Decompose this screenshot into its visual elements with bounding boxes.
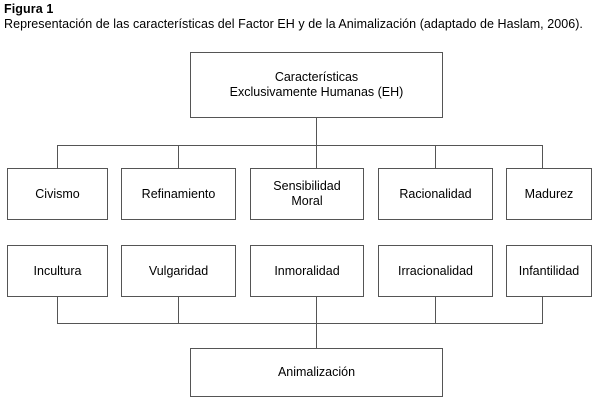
node-root-line2: Exclusivamente Humanas (EH) xyxy=(229,85,404,99)
figure-caption-block: Figura 1 Representación de las caracterí… xyxy=(4,2,596,32)
connector-top-stub-3 xyxy=(316,145,317,168)
node-animalizacion[interactable]: Animalización xyxy=(190,348,443,397)
node-civismo[interactable]: Civismo xyxy=(7,168,108,220)
node-refinamiento[interactable]: Refinamiento xyxy=(121,168,236,220)
connector-top-stub-2 xyxy=(178,145,179,168)
connector-root-stem xyxy=(316,118,317,145)
node-refinamiento-label: Refinamiento xyxy=(141,186,216,201)
connector-top-stub-1 xyxy=(57,145,58,168)
node-root-line1: Características xyxy=(274,70,359,84)
node-irracionalidad-label: Irracionalidad xyxy=(397,263,474,278)
node-incultura[interactable]: Incultura xyxy=(7,245,108,297)
connector-bottom-stem xyxy=(316,323,317,348)
node-sensibilidad-moral-line1: Sensibilidad xyxy=(273,179,341,193)
node-sensibilidad-moral-line2: Moral xyxy=(291,194,323,208)
connector-bottom-stub-4 xyxy=(435,297,436,323)
node-racionalidad-label: Racionalidad xyxy=(399,186,472,201)
node-inmoralidad[interactable]: Inmoralidad xyxy=(250,245,364,297)
node-vulgaridad[interactable]: Vulgaridad xyxy=(121,245,236,297)
node-madurez[interactable]: Madurez xyxy=(506,168,592,220)
node-caracteristicas-exclusivamente-humanas[interactable]: Características Exclusivamente Humanas (… xyxy=(190,52,443,118)
connector-top-stub-5 xyxy=(542,145,543,168)
connector-bottom-stub-2 xyxy=(178,297,179,323)
node-vulgaridad-label: Vulgaridad xyxy=(148,263,209,278)
connector-bottom-stub-1 xyxy=(57,297,58,323)
connector-bottom-bus xyxy=(57,323,543,324)
node-irracionalidad[interactable]: Irracionalidad xyxy=(378,245,493,297)
node-animalizacion-label: Animalización xyxy=(277,365,356,379)
node-sensibilidad-moral[interactable]: Sensibilidad Moral xyxy=(250,168,364,220)
connector-top-stub-4 xyxy=(435,145,436,168)
node-civismo-label: Civismo xyxy=(35,186,80,201)
connector-bottom-stub-5 xyxy=(542,297,543,323)
figure-label: Figura 1 xyxy=(4,2,54,16)
connector-bottom-stub-3 xyxy=(316,297,317,323)
connector-top-bus xyxy=(57,145,543,146)
node-incultura-label: Incultura xyxy=(33,263,82,278)
figure-caption-text: Representación de las características de… xyxy=(4,17,583,31)
node-infantilidad-label: Infantilidad xyxy=(518,263,580,278)
node-infantilidad[interactable]: Infantilidad xyxy=(506,245,592,297)
node-inmoralidad-label: Inmoralidad xyxy=(274,263,340,278)
node-madurez-label: Madurez xyxy=(524,186,574,201)
node-racionalidad[interactable]: Racionalidad xyxy=(378,168,493,220)
